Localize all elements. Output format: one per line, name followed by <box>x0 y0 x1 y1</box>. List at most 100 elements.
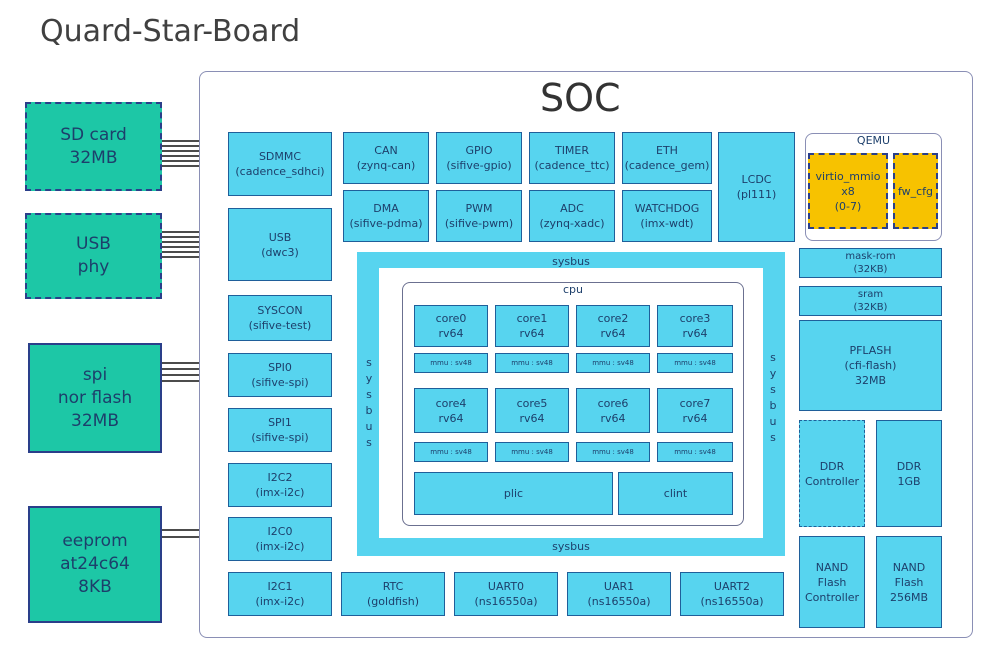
i2c1-name: I2C1 <box>267 580 293 593</box>
core4-block: core4 rv64 <box>414 388 488 433</box>
timer-driver: (cadence_ttc) <box>534 159 610 172</box>
mmu-core6: mmu : sv48 <box>576 442 650 462</box>
pwm-driver: (sifive-pwm) <box>444 217 514 230</box>
ddr-name: DDR <box>896 459 922 473</box>
pflash-block: PFLASH (cfi-flash) 32MB <box>799 320 942 411</box>
can-block: CAN (zynq-can) <box>343 132 429 184</box>
spi1-name: SPI1 <box>268 416 292 429</box>
uart2-name: UART2 <box>713 580 751 593</box>
core0-block: core0 rv64 <box>414 305 488 347</box>
ddr-block: DDR 1GB <box>876 420 942 527</box>
core5-isa: rv64 <box>519 411 545 425</box>
adc-block: ADC (zynq-xadc) <box>529 190 615 242</box>
watchdog-driver: (imx-wdt) <box>640 217 694 230</box>
nand-controller-line-3: Controller <box>804 590 860 604</box>
gpio-name: GPIO <box>465 144 493 157</box>
fw-cfg-block: fw_cfg <box>893 153 938 229</box>
eeprom-size: 8KB <box>78 577 112 597</box>
pflash-name: PFLASH <box>849 344 892 357</box>
eeprom-label-1: eeprom <box>62 531 128 551</box>
usb-driver: (dwc3) <box>261 245 299 259</box>
spi1-block: SPI1 (sifive-spi) <box>228 408 332 452</box>
timer-block: TIMER (cadence_ttc) <box>529 132 615 184</box>
lcdc-name: LCDC <box>741 173 772 186</box>
core7-isa: rv64 <box>682 411 708 425</box>
gpio-driver: (sifive-gpio) <box>446 159 512 172</box>
core4-isa: rv64 <box>438 411 464 425</box>
lcdc-driver: (pl111) <box>736 188 777 201</box>
sram-name: sram <box>857 289 884 300</box>
fw-cfg-name: fw_cfg <box>897 184 934 198</box>
mmu-core0: mmu : sv48 <box>414 353 488 373</box>
core3-block: core3 rv64 <box>657 305 733 347</box>
core6-block: core6 rv64 <box>576 388 650 433</box>
gpio-block: GPIO (sifive-gpio) <box>436 132 522 184</box>
timer-name: TIMER <box>554 144 590 157</box>
core7-name: core7 <box>679 396 711 410</box>
core0-name: core0 <box>435 312 467 325</box>
core7-block: core7 rv64 <box>657 388 733 433</box>
spi1-driver: (sifive-spi) <box>251 431 309 444</box>
rtc-driver: (goldfish) <box>367 595 419 608</box>
uart0-block: UART0 (ns16550a) <box>454 572 558 616</box>
usb-phy-device: USB phy <box>25 213 162 299</box>
sdmmc-driver: (cadence_sdhci) <box>235 165 325 178</box>
i2c0-driver: (imx-i2c) <box>255 540 305 553</box>
i2c0-block: I2C0 (imx-i2c) <box>228 517 332 561</box>
core3-name: core3 <box>679 312 711 325</box>
virtio-name: virtio_mmio <box>815 169 881 183</box>
core6-isa: rv64 <box>600 411 626 425</box>
can-driver: (zynq-can) <box>356 159 416 172</box>
mmu-core7: mmu : sv48 <box>657 442 733 462</box>
sdmmc-block: SDMMC (cadence_sdhci) <box>228 132 332 196</box>
usb-name: USB <box>268 230 292 244</box>
dma-block: DMA (sifive-pdma) <box>343 190 429 242</box>
nand-controller-line-2: Flash <box>817 575 847 589</box>
lcdc-block: LCDC (pl111) <box>718 132 795 242</box>
spi0-name: SPI0 <box>268 361 292 374</box>
mmu-core2: mmu : sv48 <box>576 353 650 373</box>
nand-controller-line-1: NAND <box>815 560 849 574</box>
core1-block: core1 rv64 <box>495 305 569 347</box>
usb-phy-label-2: phy <box>77 257 110 277</box>
sd-card-label: SD card <box>60 124 127 145</box>
nand-controller-block: NAND Flash Controller <box>799 536 865 628</box>
clint-block: clint <box>618 472 733 515</box>
ddr-controller-line-1: DDR <box>819 459 845 473</box>
sysbus-label-left: sysbus <box>365 356 373 449</box>
sram-size: (32KB) <box>853 302 888 313</box>
soc-title: SOC <box>540 76 621 120</box>
sysbus-label-bottom: sysbus <box>552 540 590 553</box>
mask-rom-block: mask-rom (32KB) <box>799 248 942 278</box>
syscon-name: SYSCON <box>257 304 303 317</box>
pflash-driver: (cfi-flash) <box>844 359 897 372</box>
rtc-name: RTC <box>382 580 404 593</box>
pflash-size: 32MB <box>854 374 887 387</box>
core5-block: core5 rv64 <box>495 388 569 433</box>
core5-name: core5 <box>516 396 548 410</box>
adc-name: ADC <box>560 202 584 215</box>
nand-line-1: NAND <box>892 560 926 574</box>
cpu-label: cpu <box>562 283 583 296</box>
nor-flash-label-1: spi <box>82 364 108 385</box>
spi0-driver: (sifive-spi) <box>251 376 309 389</box>
nor-flash-size: 32MB <box>71 410 119 431</box>
usb-block: USB (dwc3) <box>228 208 332 281</box>
mmu-core5: mmu : sv48 <box>495 442 569 462</box>
i2c0-name: I2C0 <box>267 525 293 538</box>
mmu-core3: mmu : sv48 <box>657 353 733 373</box>
nand-line-2: Flash <box>894 575 924 589</box>
core2-block: core2 rv64 <box>576 305 650 347</box>
i2c1-block: I2C1 (imx-i2c) <box>228 572 332 616</box>
eth-block: ETH (cadence_gem) <box>622 132 712 184</box>
core3-isa: rv64 <box>682 327 708 340</box>
uart0-name: UART0 <box>487 580 525 593</box>
core4-name: core4 <box>435 396 467 410</box>
syscon-block: SYSCON (sifive-test) <box>228 295 332 341</box>
eeprom-device: eeprom at24c64 8KB <box>28 506 162 623</box>
uart1-block: UAR1 (ns16550a) <box>567 572 671 616</box>
spi0-block: SPI0 (sifive-spi) <box>228 353 332 397</box>
mask-rom-name: mask-rom <box>845 251 896 262</box>
watchdog-block: WATCHDOG (imx-wdt) <box>622 190 712 242</box>
i2c2-driver: (imx-i2c) <box>255 486 305 499</box>
